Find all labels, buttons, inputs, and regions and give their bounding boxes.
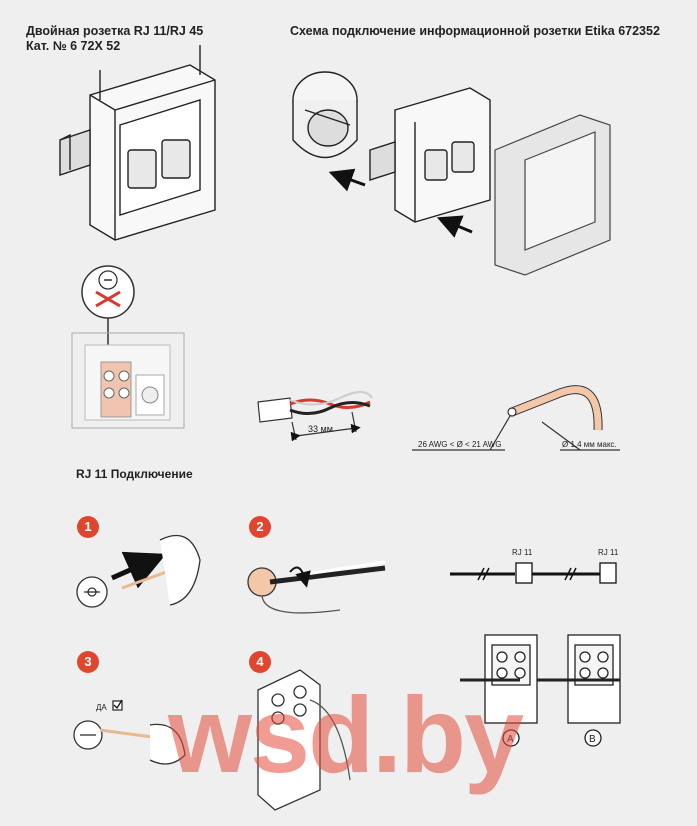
product-title: Двойная розетка RJ 11/RJ 45 Кат. № 6 72X…: [26, 24, 203, 54]
product-title-line2: Кат. № 6 72X 52: [26, 39, 121, 53]
socket-a-label: A: [507, 734, 514, 745]
step-4-badge: 4: [249, 651, 271, 673]
product-title-line1: Двойная розетка RJ 11/RJ 45: [26, 24, 204, 38]
mounting-box: [292, 71, 358, 159]
step1-figure: [76, 534, 201, 608]
strip-length-label: 33 мм: [308, 424, 333, 434]
step2-figure: [247, 560, 386, 614]
awg-range-label: 26 AWG < Ø < 21 AWG: [418, 440, 501, 449]
rj11-connection-label: RJ 11 Подключение: [76, 467, 193, 481]
rj11-terminal-closeup: [71, 265, 185, 429]
rj11-line-schematic: [450, 562, 617, 584]
arrow-to-box: [328, 168, 366, 192]
rj11-a-label: RJ 11: [512, 548, 533, 557]
rj11-b-label: RJ 11: [598, 548, 619, 557]
cable-strip-figure: [257, 391, 373, 442]
step3-figure: [73, 699, 186, 765]
step4-figure: [257, 669, 351, 811]
socket-a-wiring: [460, 634, 538, 747]
socket-b-label: B: [589, 734, 596, 745]
step-2-badge: 2: [249, 516, 271, 538]
step-1-badge: 1: [77, 516, 99, 538]
max-diameter-label: Ø 1,4 мм макс.: [562, 440, 617, 449]
step-3-badge: 3: [77, 651, 99, 673]
watermark: wsd.by: [168, 674, 524, 795]
double-socket-module: [59, 45, 216, 241]
wire-gauge-figure: [412, 385, 620, 451]
cover-frame: [494, 114, 611, 276]
check-yes-label: ДА: [96, 703, 107, 712]
socket-mechanism: [369, 87, 491, 223]
scheme-title: Схема подключение информационной розетки…: [290, 24, 660, 38]
arrow-to-socket: [436, 215, 473, 238]
socket-b-wiring: [537, 634, 621, 747]
